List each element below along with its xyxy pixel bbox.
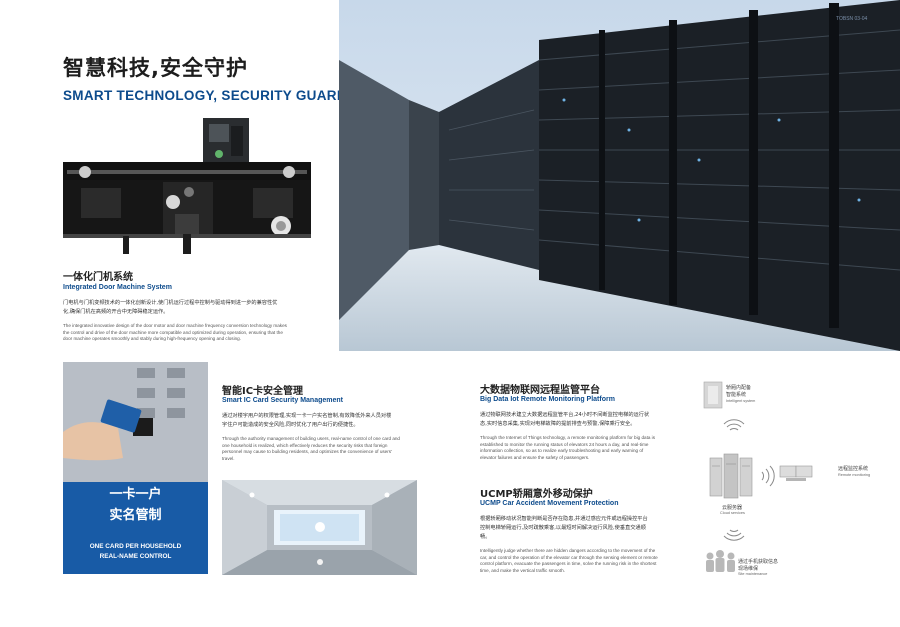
ic-body-en: Through the authority management of buil… [222,436,400,461]
diagram-label-remote-en: Remote monitoring [838,473,871,477]
page-title-cn: 智慧科技,安全守护 [63,56,248,80]
bigdata-body-cn: 通过物联网技术建立大数据远程监管平台,24小时不间断监控电梯的运行状 态,实时信… [480,412,650,427]
diagram-label-cloud-en: Cloud services [720,511,745,515]
integrated-body-cn: 门电机与门机变频技术的一体化创新设计,使门机运行过程中控制与驱动得到进一步的兼容… [63,300,278,315]
ucmp-title-cn: UCMP轿厢意外移动保护 [480,489,593,500]
page-title-en: SMART TECHNOLOGY, SECURITY GUARD [63,88,347,103]
integrated-body-en: The integrated innovative design of the … [63,323,287,342]
server-room-photo [339,0,900,351]
signal-icon-bottom [723,529,745,541]
ucmp-body-en: Intelligently judge whether there are hi… [480,548,658,573]
diagram-label-site-2: 现场维保 [738,566,759,572]
bigdata-title-en: Big Data Iot Remote Monitoring Platform [480,396,615,403]
door-machine-illustration [63,118,311,254]
ic-panel-label-en-2: REAL-NAME CONTROL [99,553,172,560]
elevator-ceiling-photo [222,480,417,575]
signal-icon-right [761,465,775,487]
ic-panel-label-en-1: ONE CARD PER HOUSEHOLD [89,543,182,550]
site-maintenance-icon [706,550,735,572]
diagram-label-site-en: Site maintenance [738,572,768,576]
integrated-title-cn: 一体化门机系统 [63,272,133,283]
ic-panel-label-cn-1: 一卡一户 [109,487,162,502]
monitoring-diagram: 轿厢内配备 智能系统 Intelligent system 远程监控系统 Rem… [700,380,900,580]
page-number-tag: TOBSN 03-04 [836,16,868,22]
ic-title-en: Smart IC Card Security Management [222,397,343,404]
ucmp-body-cn: 根据轿厢移动状况智能判断是否存在隐患,并通过感应元件或远程操控平台 控制电梯轿厢… [480,516,648,540]
bigdata-body-en: Through the Internet of Things technolog… [480,435,655,460]
diagram-label-smart-2: 智能系统 [726,392,747,398]
diagram-label-site-1: 通过手机获取信息 [738,559,779,565]
diagram-label-remote-cn: 远程监控系统 [838,466,869,472]
monitoring-diagram-graphics [703,381,813,572]
ic-title-cn: 智能IC卡安全管理 [222,386,304,397]
integrated-title-en: Integrated Door Machine System [63,284,172,291]
elevator-system-icon [703,381,723,409]
bigdata-title-cn: 大数据物联网远程监管平台 [480,385,600,396]
signal-icon-top [723,419,745,431]
ic-body-cn: 通过对楼宇用户的权限管理,实现一卡一户实名管制,有效降低外来人员对楼 宇住户可能… [222,413,392,428]
diagram-label-smart-en: Intelligent system [726,399,756,403]
ic-card-panel: 一卡一户 实名管制 ONE CARD PER HOUSEHOLD REAL-NA… [63,362,208,574]
diagram-label-cloud-cn: 云服务器 [722,505,743,511]
ucmp-title-en: UCMP Car Accident Movement Protection [480,500,619,507]
ic-panel-label-cn-2: 实名管制 [109,508,162,523]
cloud-server-icon [709,453,753,499]
remote-monitor-icon [779,465,813,481]
diagram-label-smart-1: 轿厢内配备 [726,385,752,391]
ic-card-photo [63,362,208,574]
